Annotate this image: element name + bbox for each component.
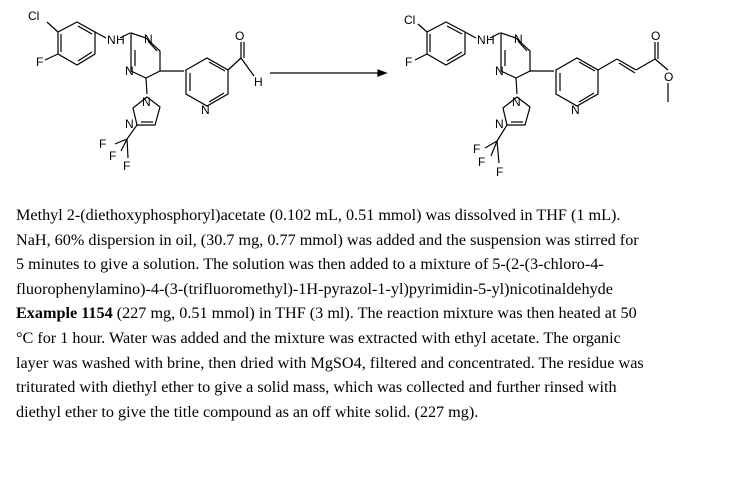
cf3-f1-label: F (99, 137, 106, 151)
ester-methoxy-o-label: O (664, 70, 673, 84)
cf3-f2-label: F (109, 149, 116, 163)
product-pyrazole-n2-label: N (495, 117, 504, 131)
aldehyde-h-label: H (254, 75, 263, 89)
example-reference: Example 1154 (16, 304, 113, 323)
aldehyde-o-label: O (235, 29, 244, 43)
pyrimidine-n1-label: N (144, 32, 153, 46)
pyrazole-n2-label: N (125, 117, 134, 131)
procedure-line-8: triturated with diethyl ether to give a … (16, 378, 617, 397)
reactant-structure: Cl F N H N N N N F F F N O H (28, 9, 263, 173)
product-pyrazole-n1-label: N (512, 95, 521, 109)
product-pyridine-n-label: N (571, 103, 580, 117)
procedure-line-4: fluorophenylamino)-4-(3-(trifluoromethyl… (16, 279, 613, 298)
procedure-text: Methyl 2-(diethoxyphosphoryl)acetate (0.… (16, 203, 740, 424)
product-structure: Cl F N H N N N N F F F N O O (404, 13, 673, 179)
reaction-scheme: Cl F N H N N N N F F F N O H (28, 9, 673, 179)
product-cf3-f2-label: F (478, 155, 485, 169)
procedure-line-1: Methyl 2-(diethoxyphosphoryl)acetate (0.… (16, 206, 621, 224)
ester-carbonyl-o-label: O (651, 29, 660, 43)
cf3-f3-label: F (123, 159, 130, 173)
pyridine-n-label: N (201, 103, 210, 117)
product-pyrimidine-n2-label: N (495, 64, 504, 78)
procedure-line-6: °C for 1 hour. Water was added and the m… (16, 328, 621, 347)
amine-h-label: H (116, 33, 125, 47)
product-cf3-f3-label: F (496, 165, 503, 179)
procedure-line-3: 5 minutes to give a solution. The soluti… (16, 255, 604, 274)
procedure-line-9: diethyl ether to give the title compound… (16, 402, 479, 421)
reaction-arrow (270, 69, 388, 77)
fluorine-label: F (36, 55, 43, 69)
product-pyrimidine-n1-label: N (514, 32, 523, 46)
procedure-line-5-rest: (227 mg, 0.51 mmol) in THF (3 ml). The r… (112, 304, 637, 323)
product-fluorine-label: F (405, 55, 412, 69)
product-amine-n-label: N (477, 33, 486, 47)
chlorine-label: Cl (28, 9, 39, 23)
product-chlorine-label: Cl (404, 13, 415, 27)
amine-n-label: N (107, 33, 116, 47)
procedure-line-5: Example 1154 (227 mg, 0.51 mmol) in THF … (16, 301, 740, 326)
pyrimidine-n2-label: N (125, 64, 134, 78)
pyrazole-n1-label: N (142, 95, 151, 109)
procedure-line-2: NaH, 60% dispersion in oil, (30.7 mg, 0.… (16, 230, 639, 249)
product-cf3-f1-label: F (473, 142, 480, 156)
procedure-line-7: layer was washed with brine, then dried … (16, 353, 644, 372)
product-amine-h-label: H (486, 33, 495, 47)
